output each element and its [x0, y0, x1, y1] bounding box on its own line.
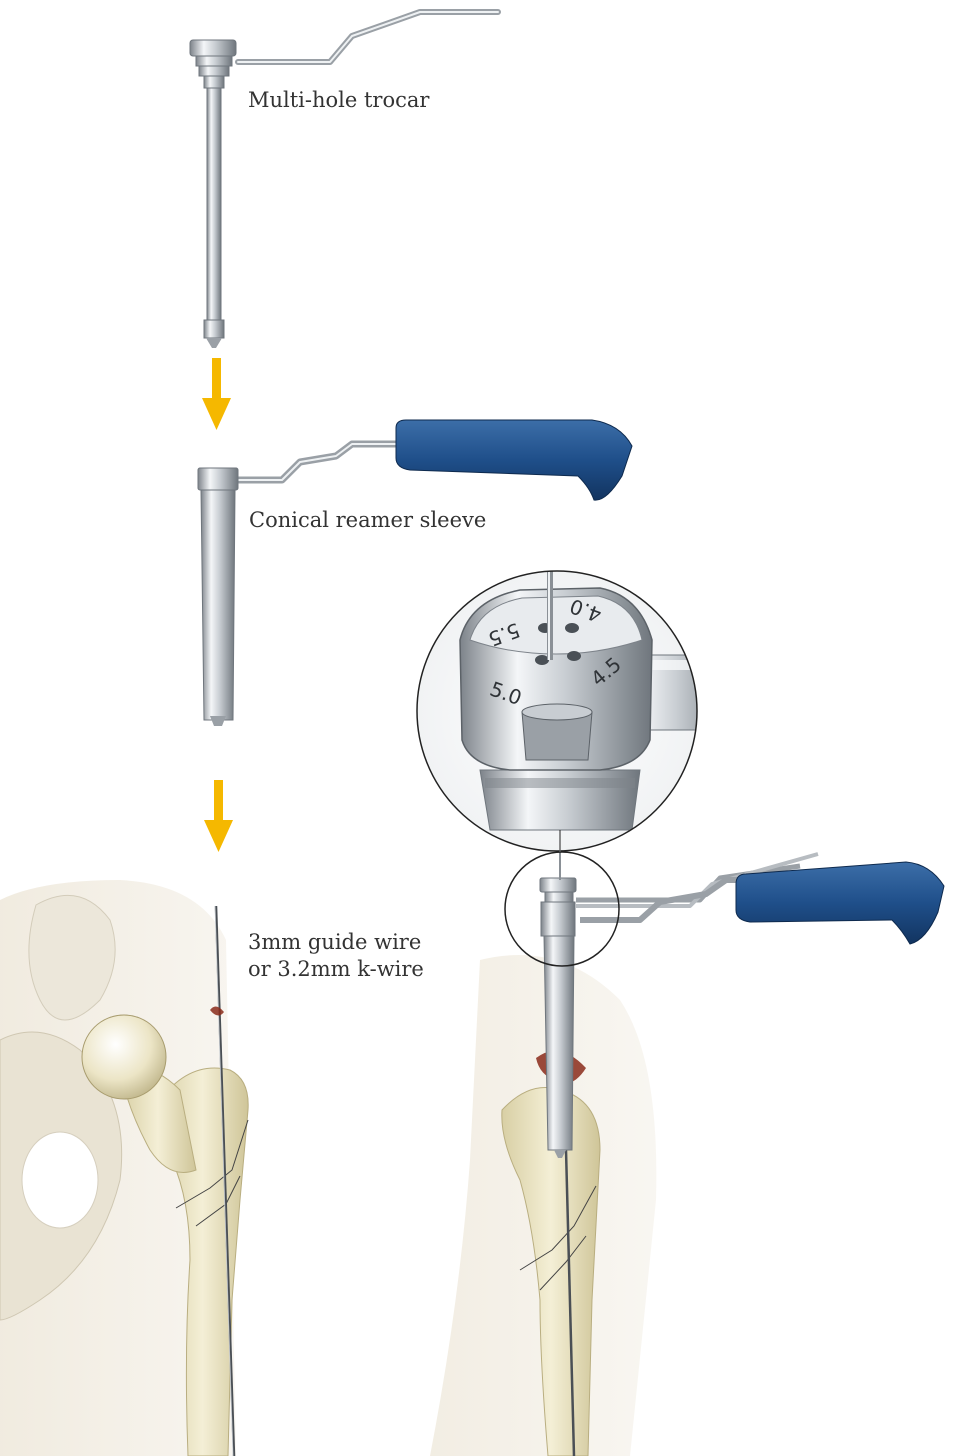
- label-multi-hole-trocar: Multi-hole trocar: [248, 87, 429, 114]
- label-guide-wire-line-1: 3mm guide wire: [248, 929, 421, 956]
- arrow-down-icon: [202, 358, 231, 430]
- label-guide-wire-line-2: or 3.2mm k-wire: [248, 956, 424, 983]
- detail-magnifier: 5.5 4.0 5.0 4.5: [417, 571, 740, 851]
- blue-handle: [396, 420, 632, 500]
- right-assembly-anatomy: [502, 830, 944, 1456]
- multi-hole-trocar: [190, 12, 498, 348]
- arrow-down-icon: [204, 780, 233, 852]
- label-conical-reamer-sleeve: Conical reamer sleeve: [249, 507, 486, 534]
